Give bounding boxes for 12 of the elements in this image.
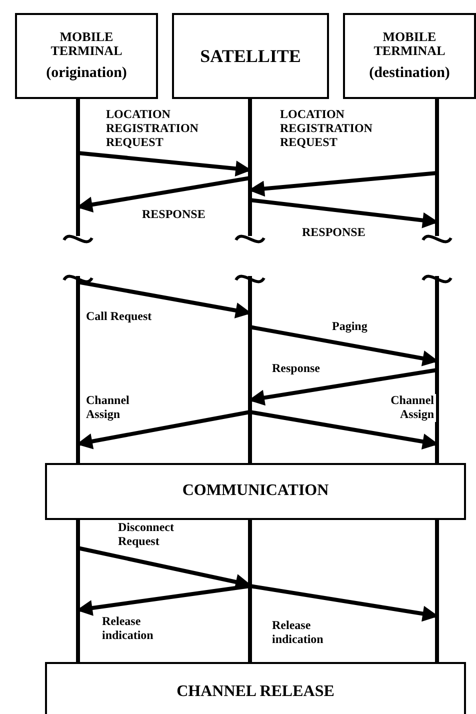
participant-role: (origination) — [46, 66, 127, 82]
edge-label: Call Request — [84, 310, 154, 324]
phase-title: CHANNEL RELEASE — [176, 684, 334, 700]
participant-role: (destination) — [369, 66, 450, 82]
participant-name: MOBILE TERMINAL — [50, 30, 124, 58]
phase-bar — [45, 662, 466, 714]
edge-label: Response — [270, 362, 322, 376]
phase-title: COMMUNICATION — [182, 483, 329, 500]
phase-bar — [45, 463, 466, 520]
edge-label: Paging — [330, 320, 370, 334]
participant-name: SATELLITE — [200, 46, 301, 66]
participant-name: MOBILE TERMINAL — [372, 30, 446, 58]
